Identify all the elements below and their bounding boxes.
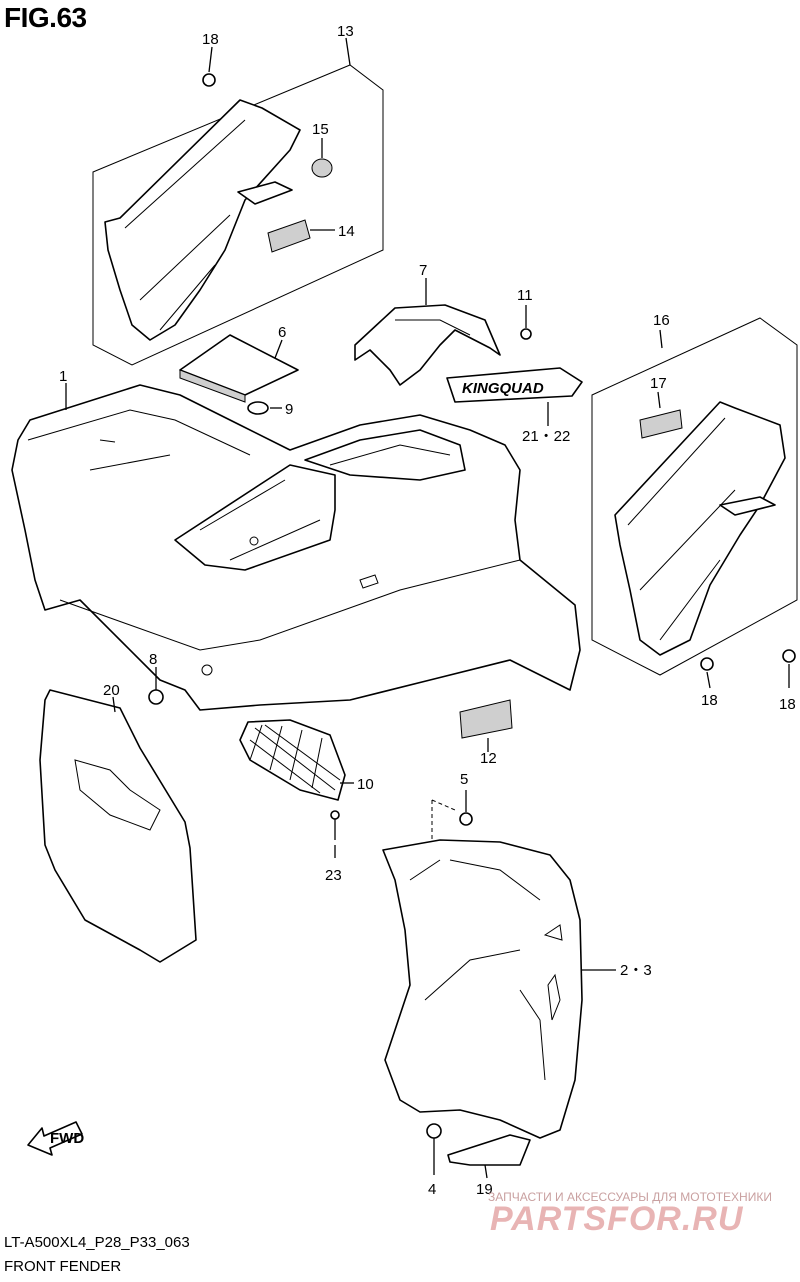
section-name: FRONT FENDER xyxy=(4,1258,122,1275)
part-7 xyxy=(354,278,501,386)
callout-12: 12 xyxy=(480,750,497,767)
callout-13: 13 xyxy=(337,23,354,40)
decal-label: KINGQUAD xyxy=(462,380,544,397)
callout-8: 8 xyxy=(149,651,157,668)
callout-19: 19 xyxy=(476,1181,493,1198)
callout-14: 14 xyxy=(338,223,355,240)
callout-9: 9 xyxy=(285,401,293,418)
part-2-3-inner-fender xyxy=(382,839,616,1139)
part-19 xyxy=(447,1134,531,1179)
callout-18-top: 18 xyxy=(202,31,219,48)
fwd-arrow-icon: FWD xyxy=(27,1121,84,1156)
callout-1: 1 xyxy=(59,368,67,385)
part-8 xyxy=(148,667,164,705)
callout-15: 15 xyxy=(312,121,329,138)
part-14-shape xyxy=(267,219,311,253)
part-17-shape xyxy=(639,409,683,439)
callout-17: 17 xyxy=(650,375,667,392)
callout-2-3: 2・3 xyxy=(620,962,652,979)
part-20 xyxy=(39,689,197,963)
part-15-shape xyxy=(311,158,333,178)
fwd-label: FWD xyxy=(50,1130,84,1147)
part-9 xyxy=(247,401,282,415)
model-code: LT-A500XL4_P28_P33_063 xyxy=(4,1234,190,1251)
callout-6: 6 xyxy=(278,324,286,341)
callout-5: 5 xyxy=(460,771,468,788)
part-1-front-fender xyxy=(11,383,581,711)
part-18-bolt xyxy=(202,73,216,87)
part-12 xyxy=(459,699,513,752)
part-4 xyxy=(426,1123,442,1175)
callout-10: 10 xyxy=(357,776,374,793)
part-23 xyxy=(330,810,340,858)
watermark-tagline: ЗАПЧАСТИ И АКСЕССУАРЫ ДЛЯ МОТОТЕХНИКИ xyxy=(488,1190,772,1204)
callout-20: 20 xyxy=(103,682,120,699)
callout-16: 16 xyxy=(653,312,670,329)
watermark-logo: PARTSFOR.RU xyxy=(490,1200,744,1238)
callout-4: 4 xyxy=(428,1181,436,1198)
part-10-grille xyxy=(239,719,354,801)
callout-7: 7 xyxy=(419,262,427,279)
part-16-group xyxy=(591,317,798,689)
callout-18-right: 18 xyxy=(779,696,796,713)
part-13-group xyxy=(92,37,384,366)
callout-23: 23 xyxy=(325,867,342,884)
figure-title: FIG.63 xyxy=(4,2,87,33)
part-21-22-decal: KINGQUAD xyxy=(446,367,583,426)
callout-18-mid: 18 xyxy=(701,692,718,709)
callout-11: 11 xyxy=(517,287,533,304)
part-6 xyxy=(179,334,299,403)
part-11 xyxy=(520,305,532,340)
callout-21-22: 21・22 xyxy=(522,428,570,445)
